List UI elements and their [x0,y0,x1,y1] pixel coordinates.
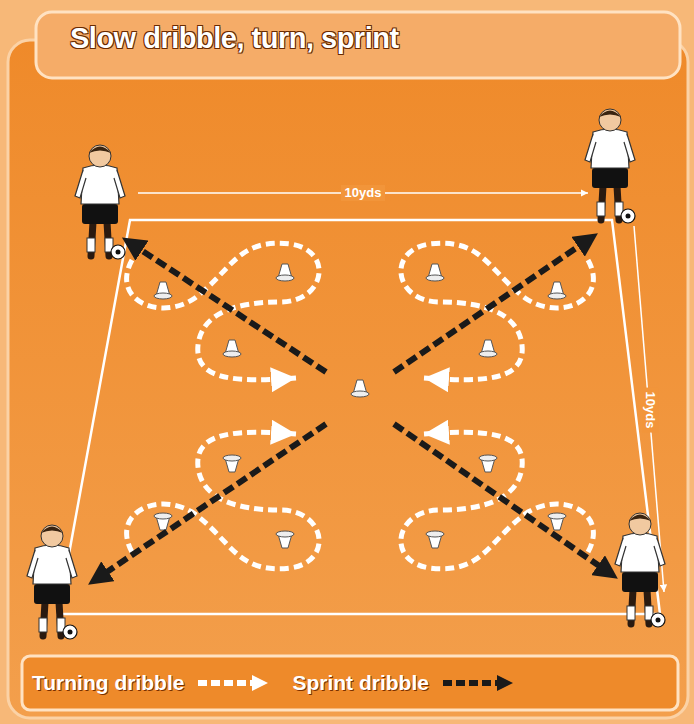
title: Slow dribble, turn, sprint [70,22,399,55]
sprint-dribble [98,240,608,578]
legend-text: Sprint dribble [292,671,429,695]
dimension-label: 10yds [642,388,658,433]
legend: Turning dribble Sprint dribble [32,662,525,704]
turning-dribble [127,243,319,379]
player [615,513,665,627]
legend-bar [22,656,678,710]
player [27,525,77,639]
dimension-label: 10yds [341,185,386,201]
turning-dribble [127,432,319,568]
turning-dribble [401,243,593,379]
legend-text: Turning dribble [32,671,184,695]
turning-dribble [401,432,593,568]
player [75,145,125,259]
title-banner [36,12,680,78]
player [585,109,635,223]
legend-sample [441,673,515,693]
cone [351,380,369,397]
pitch-square [58,220,660,614]
legend-sample [196,673,270,693]
